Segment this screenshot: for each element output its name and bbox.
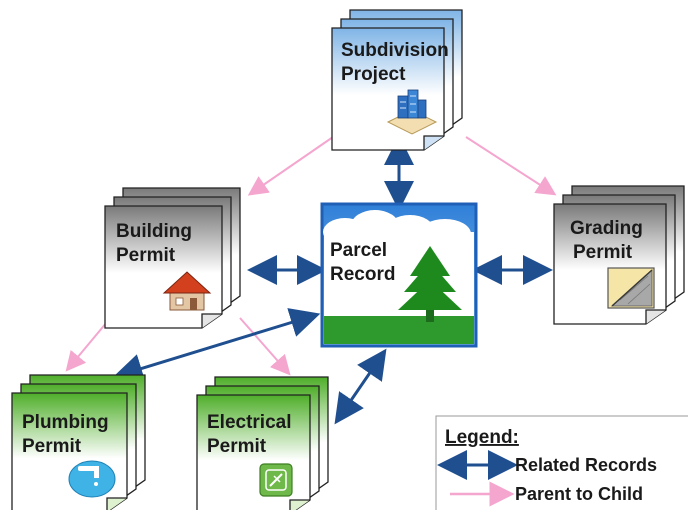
electrical-label-line2: Permit (207, 436, 267, 457)
parcel-label-line2: Record (330, 264, 395, 285)
legend-title: Legend: (445, 427, 519, 448)
plumbing-permit-node: Plumbing Permit (11, 374, 146, 510)
grading-label-line2: Permit (573, 242, 633, 263)
faucet-icon (68, 460, 116, 498)
arrow-subdivision-to-building (247, 136, 334, 196)
house-icon (162, 271, 212, 311)
legend-related-label: Related Records (515, 455, 657, 475)
tree-icon (398, 246, 462, 322)
building-icon (386, 89, 438, 135)
arrow-parcel-electrical (334, 348, 387, 425)
building-label-line2: Permit (116, 245, 176, 266)
building-label-line1: Building (116, 221, 192, 242)
subdivision-label-line2: Project (341, 64, 406, 85)
parcel-label-line1: Parcel (330, 240, 387, 261)
subdivision-project-node: Subdivision Project (331, 9, 463, 151)
grading-permit-node: Grading Permit (553, 185, 685, 325)
subdivision-label-line1: Subdivision (341, 40, 449, 61)
plumbing-label-line2: Permit (22, 436, 82, 457)
legend: Legend: Related Records Parent to Child (435, 415, 688, 510)
arrow-parcel-plumbing (112, 308, 321, 383)
building-permit-node: Building Permit (104, 187, 241, 329)
electrical-label-line1: Electrical (207, 412, 292, 433)
grading-label-line1: Grading (570, 218, 643, 239)
legend-parent-child-label: Parent to Child (515, 484, 643, 504)
terrain-icon (607, 267, 655, 309)
parcel-record-node: Parcel Record (320, 202, 478, 348)
plug-icon (259, 463, 293, 497)
arrow-subdivision-to-grading (465, 136, 557, 196)
plumbing-label-line1: Plumbing (22, 412, 109, 433)
electrical-permit-node: Electrical Permit (196, 376, 329, 510)
